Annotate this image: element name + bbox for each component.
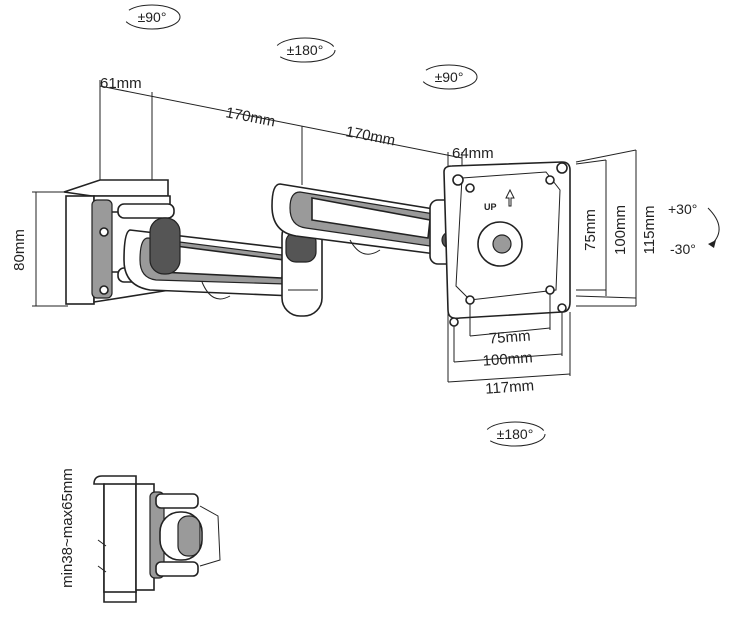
- clamp-side-view: min38~max65mm: [59, 468, 221, 603]
- arm1-length-label: 170mm: [224, 104, 276, 130]
- plate-width-dimensions: 75mm 100mm 117mm: [447, 294, 571, 398]
- upper-arm-2: [271, 183, 457, 255]
- clamp-height-label: 80mm: [11, 229, 28, 271]
- desk-thickness-label: min38~max65mm: [59, 468, 76, 588]
- vesa-plate: UP: [443, 161, 571, 327]
- arm2-length-label: 170mm: [344, 123, 396, 149]
- rotation-badge-mid: ±180°: [274, 37, 336, 63]
- tilt-up-label: +30°: [668, 201, 697, 217]
- plate-height-dimensions: 75mm 100mm 115mm: [575, 149, 658, 307]
- vesa-75-width-label: 75mm: [488, 328, 531, 348]
- desk-clamp: [63, 179, 175, 305]
- rotation-base-label: ±90°: [138, 9, 167, 25]
- rotation-badge-base: ±90°: [123, 4, 181, 30]
- vesa-100-height-label: 100mm: [612, 205, 629, 255]
- tilt-indicator: +30° -30°: [668, 201, 720, 257]
- rotation-plate-label: ±180°: [497, 426, 534, 442]
- rotation-badge-head: ±90°: [420, 64, 478, 90]
- rotation-badge-plate: ±180°: [484, 421, 546, 447]
- plate-up-label: UP: [484, 202, 497, 212]
- plate-width-label: 117mm: [485, 377, 535, 397]
- clamp-height-dimension: 80mm: [11, 191, 68, 307]
- vesa-100-width-label: 100mm: [482, 349, 533, 369]
- vesa-75-height-label: 75mm: [582, 209, 599, 251]
- rotation-head-label: ±90°: [435, 69, 464, 85]
- plate-height-label: 115mm: [641, 206, 658, 255]
- head-length-label: 64mm: [452, 145, 494, 162]
- top-dimension-line: 61mm 170mm 170mm 64mm: [99, 75, 494, 190]
- clamp-depth-label: 61mm: [100, 75, 142, 92]
- rotation-mid-label: ±180°: [287, 42, 324, 58]
- tilt-down-label: -30°: [670, 241, 696, 257]
